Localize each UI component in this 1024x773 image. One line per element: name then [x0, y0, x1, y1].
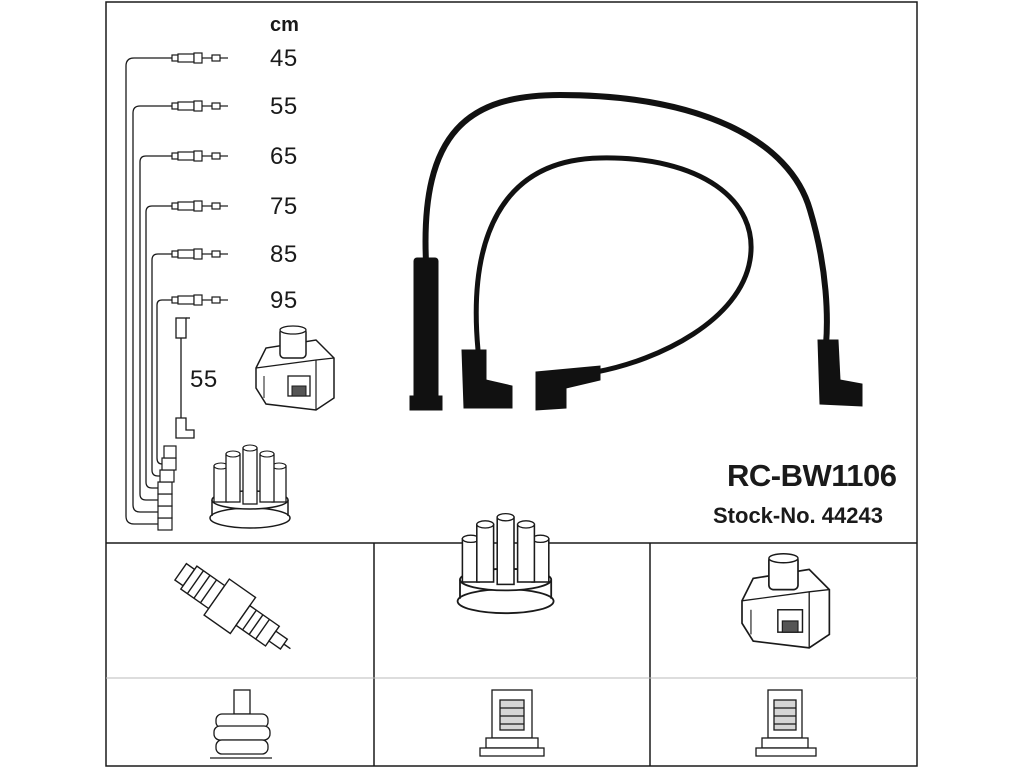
- plug-terminal-icon: [210, 689, 272, 759]
- stock-number: Stock-No. 44243: [713, 503, 883, 528]
- cap-terminal-icon: [479, 689, 545, 757]
- lead-length-label: 55: [270, 93, 298, 120]
- cap-end-connectors: [157, 445, 177, 531]
- lead-length-label: 85: [270, 241, 298, 268]
- coil-lead: [175, 317, 195, 439]
- lead-length-label: 75: [270, 193, 298, 220]
- coil-terminal-icon: [755, 689, 817, 757]
- unit-label: cm: [270, 14, 299, 36]
- spark-plug-icon: [173, 562, 291, 651]
- outer-frame: [105, 1, 918, 767]
- distributor-cap-icon: [209, 444, 291, 529]
- model-number: RC-BW1106: [727, 458, 897, 493]
- cable-set: [422, 91, 830, 375]
- distributor-cap-icon-large: [456, 512, 555, 615]
- lead-length-label: 65: [270, 143, 298, 170]
- lead-length-label: 95: [270, 287, 298, 314]
- lead-connectors: [171, 52, 229, 306]
- lead-schematic: [125, 57, 172, 525]
- coil-lead-length-label: 55: [190, 366, 218, 393]
- lead-length-label: 45: [270, 45, 298, 72]
- ignition-coil-icon: [255, 325, 335, 411]
- cable-boots: [409, 257, 863, 411]
- ignition-coil-icon-large: [741, 552, 831, 649]
